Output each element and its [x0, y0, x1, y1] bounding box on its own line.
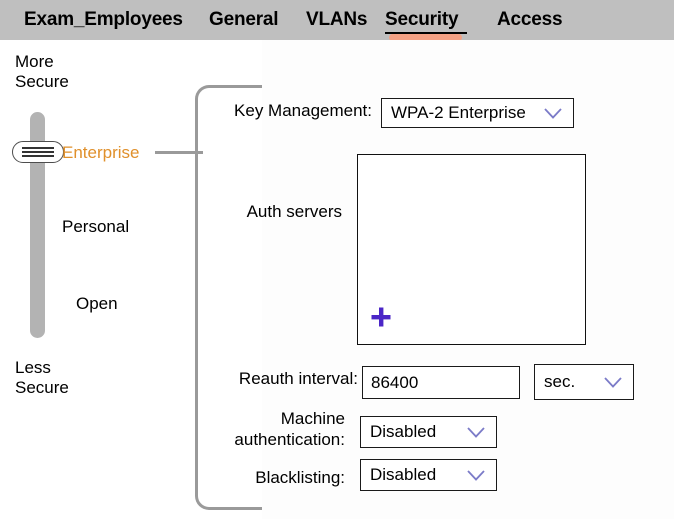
- bracket-mask-bottom: [262, 498, 674, 516]
- blacklisting-dropdown[interactable]: Disabled: [360, 459, 497, 491]
- reauth-interval-label: Reauth interval:: [238, 369, 358, 388]
- slider-tick-enterprise[interactable]: Enterprise: [62, 143, 140, 162]
- slider-to-panel-connector: [155, 151, 203, 154]
- bracket-mask-top: [262, 78, 674, 94]
- blacklisting-value: Disabled: [370, 465, 437, 484]
- key-management-dropdown[interactable]: WPA-2 Enterprise: [381, 98, 574, 128]
- more-secure-label: More Secure: [15, 52, 69, 91]
- blacklisting-label: Blacklisting:: [255, 468, 345, 487]
- tab-vlans[interactable]: VLANs: [306, 9, 368, 30]
- grip-line: [22, 151, 54, 153]
- tab-access[interactable]: Access: [497, 9, 563, 30]
- grip-line: [22, 155, 54, 157]
- tab-bar: Exam_Employees General VLANs Security Ac…: [0, 0, 674, 41]
- security-slider-track[interactable]: [30, 112, 45, 338]
- tab-security-active-indicator: [389, 34, 462, 41]
- tab-security[interactable]: Security: [385, 9, 459, 30]
- chevron-down-icon: [467, 427, 485, 438]
- auth-servers-list[interactable]: [357, 154, 586, 345]
- machine-authentication-dropdown[interactable]: Disabled: [360, 416, 497, 448]
- less-secure-label: Less Secure: [15, 358, 69, 397]
- reauth-interval-input[interactable]: 86400: [362, 366, 520, 399]
- security-slider-handle[interactable]: [12, 141, 64, 163]
- chevron-down-icon: [544, 108, 562, 119]
- chevron-down-icon: [604, 377, 622, 388]
- reauth-interval-value: 86400: [371, 372, 419, 392]
- machine-authentication-label: Machine authentication:: [234, 409, 345, 449]
- key-management-label: Key Management:: [234, 101, 372, 120]
- tab-general[interactable]: General: [209, 9, 279, 30]
- plus-icon[interactable]: [369, 305, 393, 329]
- tab-security-underline: [385, 32, 467, 34]
- slider-tick-open[interactable]: Open: [76, 294, 118, 313]
- auth-servers-label: Auth servers: [246, 202, 342, 221]
- machine-authentication-value: Disabled: [370, 422, 437, 441]
- tab-exam-employees[interactable]: Exam_Employees: [24, 9, 183, 30]
- reauth-interval-unit-dropdown[interactable]: sec.: [534, 364, 634, 400]
- chevron-down-icon: [467, 470, 485, 481]
- slider-tick-personal[interactable]: Personal: [62, 217, 130, 236]
- security-level-slider-column: More Secure Less Secure Enterprise Perso…: [0, 40, 190, 519]
- reauth-interval-unit-value: sec.: [544, 372, 576, 391]
- grip-line: [22, 147, 54, 149]
- key-management-value: WPA-2 Enterprise: [391, 103, 526, 122]
